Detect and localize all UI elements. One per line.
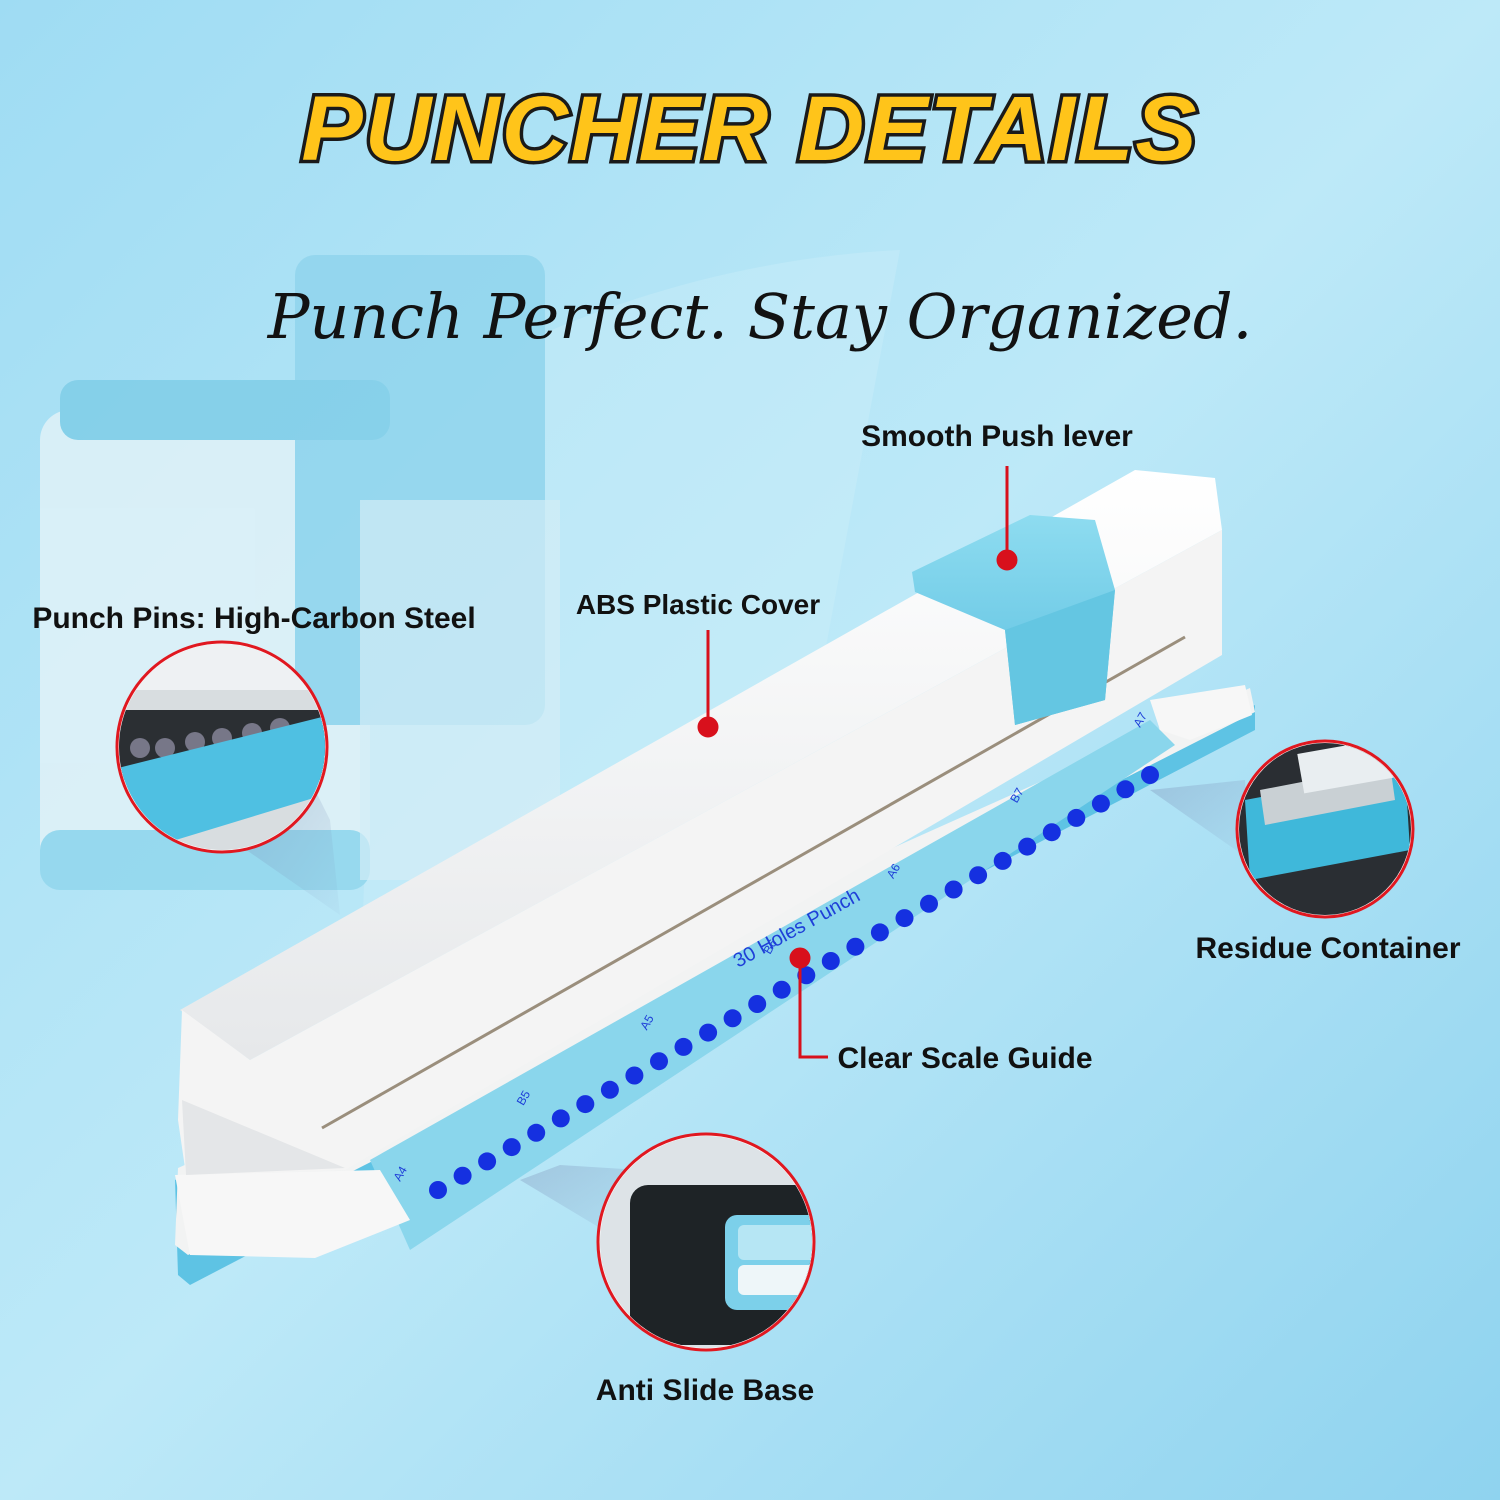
beam-residue — [1150, 780, 1250, 860]
punch-hole — [772, 980, 791, 999]
page-title: PUNCHER DETAILS — [301, 78, 1198, 180]
size-mark: B6 — [760, 937, 780, 957]
magnifier-punch-pins — [115, 640, 329, 854]
callout-punch-pins: Punch Pins: High-Carbon Steel — [32, 602, 475, 635]
punch-hole — [1018, 837, 1037, 856]
punch-hole — [797, 966, 816, 985]
punch-hole — [895, 909, 914, 928]
magnifier-anti-slide-base — [596, 1132, 816, 1352]
punch-hole — [944, 880, 963, 899]
callout-anti-slide: Anti Slide Base — [596, 1374, 814, 1407]
main-beam-top — [180, 470, 1222, 1060]
punch-hole — [1141, 766, 1159, 784]
callout-residue-container: Residue Container — [1195, 932, 1460, 965]
end-cap-right — [1150, 685, 1252, 740]
punch-hole — [920, 894, 938, 913]
callout-plastic-cover: ABS Plastic Cover — [576, 589, 820, 620]
punch-hole — [993, 851, 1012, 870]
tagline: Punch Perfect. Stay Organized. — [267, 280, 1253, 353]
punch-hole — [527, 1123, 546, 1142]
main-beam-front — [178, 530, 1222, 1175]
punch-hole — [1067, 808, 1086, 827]
punch-hole — [699, 1023, 718, 1042]
punch-hole — [1116, 780, 1135, 799]
punch-hole — [478, 1152, 497, 1171]
punch-hole — [600, 1080, 619, 1099]
callout-connectors — [697, 466, 1018, 1059]
end-cap-left — [175, 1170, 410, 1258]
punch-hole — [870, 923, 889, 942]
size-marks: A4 B5 A5 B6 A6 B7 A7 — [390, 710, 1150, 1184]
paper-slot — [321, 635, 1186, 1130]
punch-hole — [723, 1009, 742, 1028]
callout-scale-guide: Clear Scale Guide — [837, 1042, 1092, 1075]
punch-hole — [821, 952, 840, 970]
punch-hole — [625, 1066, 644, 1085]
size-mark: A6 — [884, 861, 904, 881]
size-mark: A4 — [390, 1164, 410, 1184]
size-mark: B5 — [514, 1088, 534, 1108]
scale-strip — [370, 720, 1175, 1250]
punch-hole — [846, 937, 865, 956]
punch-hole — [650, 1052, 668, 1071]
magnifier-residue-container — [1235, 739, 1415, 919]
punch-hole — [1042, 823, 1061, 842]
punch-hole — [1091, 794, 1110, 813]
punch-hole — [429, 1181, 447, 1199]
punch-hole — [502, 1138, 521, 1157]
punch-holes — [429, 766, 1159, 1199]
size-mark: A7 — [1130, 710, 1150, 730]
punch-hole — [551, 1109, 570, 1128]
size-mark: B7 — [1007, 785, 1027, 805]
size-mark: A5 — [637, 1012, 657, 1032]
punch-hole — [453, 1166, 472, 1185]
punch-hole — [674, 1037, 693, 1056]
punch-hole — [576, 1095, 595, 1114]
punch-hole — [748, 995, 767, 1013]
callout-push-lever: Smooth Push lever — [861, 420, 1133, 453]
punch-hole — [969, 866, 988, 885]
